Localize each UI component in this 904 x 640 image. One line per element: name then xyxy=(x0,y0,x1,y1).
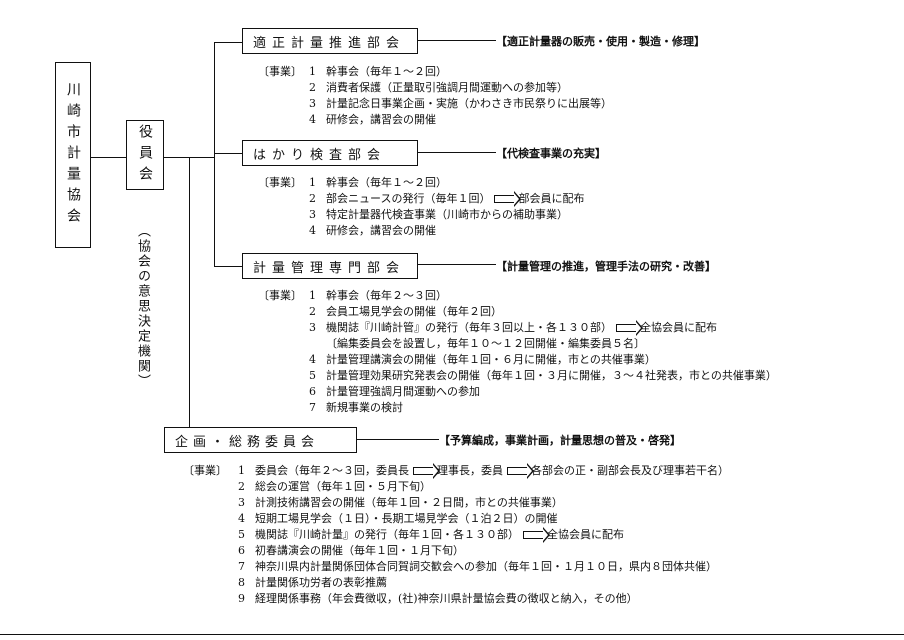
association-name: 川崎市計量協会 xyxy=(65,81,81,229)
division-box-3: 計量管理専門部会 xyxy=(242,253,418,279)
connector-goal2 xyxy=(418,152,496,153)
division-name-3: 計量管理専門部会 xyxy=(253,260,406,276)
division-label-2: 〔事業〕 xyxy=(258,176,302,189)
connector-div2 xyxy=(214,153,242,154)
board-note: （協会の意思決定機関） xyxy=(135,224,150,389)
arrow-icon xyxy=(616,320,643,336)
division-box-2: はかり検査部会 xyxy=(242,140,418,166)
connector-goal4 xyxy=(357,439,439,440)
bottom-divider xyxy=(0,634,904,635)
division-name-1: 適正計量推進部会 xyxy=(253,35,406,51)
committee-goal: 【予算編成，事業計画，計量思想の普及・啓発】 xyxy=(439,434,681,447)
committee-label: 〔事業〕 xyxy=(183,464,227,477)
division-goal-2: 【代検査事業の充実】 xyxy=(496,147,606,160)
connector-goal1 xyxy=(418,40,496,41)
connector-div1 xyxy=(214,42,242,43)
committee-box: 企画・総務委員会 xyxy=(164,427,357,453)
division-goal-3: 【計量管理の推進，管理手法の研究・改善】 xyxy=(496,260,716,273)
association-box: 川崎市計量協会 xyxy=(55,62,91,248)
list-item: 〔編集委員会を設置し，毎年１０～１２回開催・編集委員５名〕 xyxy=(326,337,645,350)
division-label-3: 〔事業〕 xyxy=(258,289,302,302)
arrow-icon xyxy=(507,463,534,479)
division-label-1: 〔事業〕 xyxy=(258,65,302,78)
connector-goal3 xyxy=(418,264,496,265)
arrow-icon xyxy=(523,527,550,543)
board-box: 役員会 xyxy=(126,120,164,190)
board-name: 役員会 xyxy=(137,123,153,187)
arrow-icon xyxy=(413,463,440,479)
committee-name: 企画・総務委員会 xyxy=(175,434,320,450)
division-name-2: はかり検査部会 xyxy=(253,147,387,163)
connector-committee-vertical xyxy=(189,157,190,427)
division-box-1: 適正計量推進部会 xyxy=(242,28,418,54)
connector-trunk-vertical xyxy=(214,42,215,266)
division-goal-1: 【適正計量器の販売・使用・製造・修理】 xyxy=(496,35,705,48)
arrow-icon xyxy=(494,191,522,207)
connector-assoc-board xyxy=(90,157,126,158)
connector-div3 xyxy=(214,266,242,267)
